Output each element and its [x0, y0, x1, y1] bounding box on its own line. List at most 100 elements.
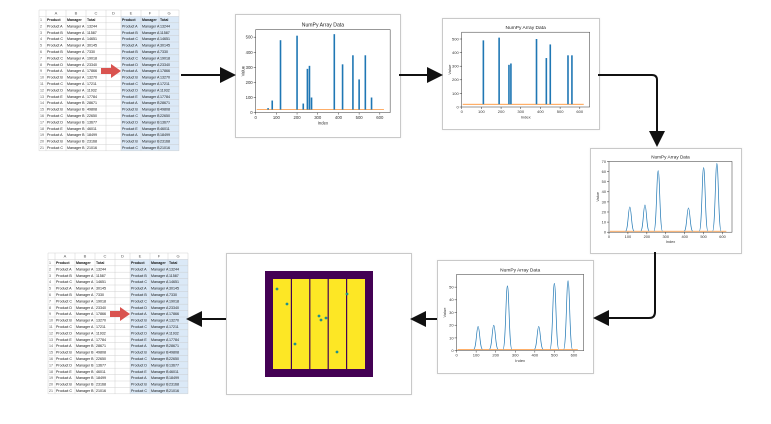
table-cell: 19018	[96, 299, 106, 303]
table-cell: 17866	[169, 312, 179, 316]
row-number: 5	[49, 287, 51, 291]
row-number: 14	[40, 101, 44, 105]
row-number: 3	[49, 274, 51, 278]
chart-title: NumPy Array Data	[500, 267, 540, 273]
table-cell: Product C	[56, 299, 72, 303]
column-letter: F	[158, 254, 161, 259]
table-cell: Manager B	[151, 376, 169, 380]
table-cell: 18499	[160, 133, 170, 137]
heatmap-speck	[275, 287, 279, 291]
table-cell: Product D	[47, 88, 63, 92]
table-cell: 46011	[169, 370, 179, 374]
table-cell: 23340	[169, 306, 179, 310]
table-cell: 17211	[160, 82, 170, 86]
table-cell: 11587	[160, 31, 170, 35]
table-cell: Manager B	[142, 140, 160, 144]
table-cell: Manager A	[76, 293, 94, 297]
row-number: 6	[49, 293, 51, 297]
table-cell: Product E	[122, 95, 138, 99]
heatmap-field	[273, 279, 365, 369]
table-cell: 17866	[160, 69, 170, 73]
column-letter: G	[176, 254, 179, 259]
data-spike	[358, 79, 360, 110]
table-cell: 11587	[169, 274, 179, 278]
y-tick-label: 200	[246, 80, 254, 85]
row-number: 7	[40, 56, 42, 60]
table-cell: Manager B	[142, 127, 160, 131]
table-cell: Product A	[47, 133, 63, 137]
table-cell: 21016	[87, 146, 97, 150]
row-number: 8	[40, 63, 42, 67]
table-cell: Product C	[131, 389, 147, 393]
table-cell: 17866	[96, 312, 106, 316]
table-cell: Manager A	[67, 95, 85, 99]
row-number: 21	[40, 146, 44, 150]
row-number: 21	[49, 389, 53, 393]
table-cell: Product C	[122, 146, 138, 150]
table-cell: Manager B	[142, 146, 160, 150]
table-cell: Product B	[47, 76, 63, 80]
table-cell: Product A	[131, 376, 147, 380]
table-cell: 13244	[96, 267, 106, 271]
table-cell: Manager B	[67, 114, 85, 118]
table-cell: Manager A	[76, 274, 94, 278]
x-tick-label: 200	[294, 115, 302, 120]
row-number: 10	[40, 76, 44, 80]
plot-area	[608, 161, 733, 233]
table-cell: 13677	[96, 363, 106, 367]
y-tick-label: 300	[246, 65, 254, 70]
table-cell: Manager A	[67, 24, 85, 28]
table-cell: Product A	[122, 101, 138, 105]
table-cell: 17211	[169, 325, 179, 329]
table-cell: 22650	[96, 357, 106, 361]
table-cell: 23168	[160, 140, 170, 144]
table-cell: Manager B	[151, 357, 169, 361]
y-axis-label: Value	[442, 307, 447, 318]
table-cell: Product B	[122, 50, 138, 54]
header-cell: Manager	[76, 261, 91, 265]
table-cell: Manager B	[151, 344, 169, 348]
table-cell: Manager A	[67, 50, 85, 54]
table-cell: Manager A	[67, 56, 85, 60]
table-cell: Manager B	[67, 146, 85, 150]
table-cell: 13270	[96, 319, 106, 323]
table-cell: Product B	[47, 31, 63, 35]
table-cell: 13677	[87, 120, 97, 124]
row-number: 11	[49, 325, 53, 329]
data-spike	[279, 40, 282, 110]
table-cell: 18499	[169, 376, 179, 380]
table-cell: Product B	[56, 293, 72, 297]
table-cell: Product A	[131, 312, 147, 316]
table-cell: Manager A	[151, 274, 169, 278]
table-cell: Manager B	[151, 370, 169, 374]
table-cell: Product E	[131, 370, 147, 374]
table-cell: Manager A	[151, 287, 169, 291]
x-tick-label: 0	[254, 115, 257, 120]
data-peak	[488, 324, 499, 350]
table-cell: Manager A	[151, 306, 169, 310]
x-tick-label: 100	[478, 109, 486, 114]
table-cell: 13677	[169, 363, 179, 367]
data-spike	[498, 37, 500, 105]
x-tick-label: 500	[356, 115, 364, 120]
table-cell: 14651	[96, 280, 106, 284]
table-cell: Manager B	[76, 351, 94, 355]
heatmap-speck	[293, 342, 297, 346]
table-cell: 30145	[87, 44, 97, 48]
x-axis-label: Index	[666, 239, 676, 244]
header-cell: Product	[122, 18, 136, 22]
heatmap-panel	[226, 253, 412, 395]
table-cell: 17866	[87, 69, 97, 73]
y-tick-label: 20	[449, 323, 454, 328]
table-cell: Product A	[122, 44, 138, 48]
y-tick-label: 0	[604, 230, 607, 235]
heatmap-speck	[319, 318, 323, 322]
x-tick-label: 0	[455, 353, 458, 358]
table-cell: Manager A	[142, 31, 160, 35]
table-cell: Product B	[56, 274, 72, 278]
row-number: 4	[49, 280, 51, 284]
table-cell: Manager A	[67, 88, 85, 92]
